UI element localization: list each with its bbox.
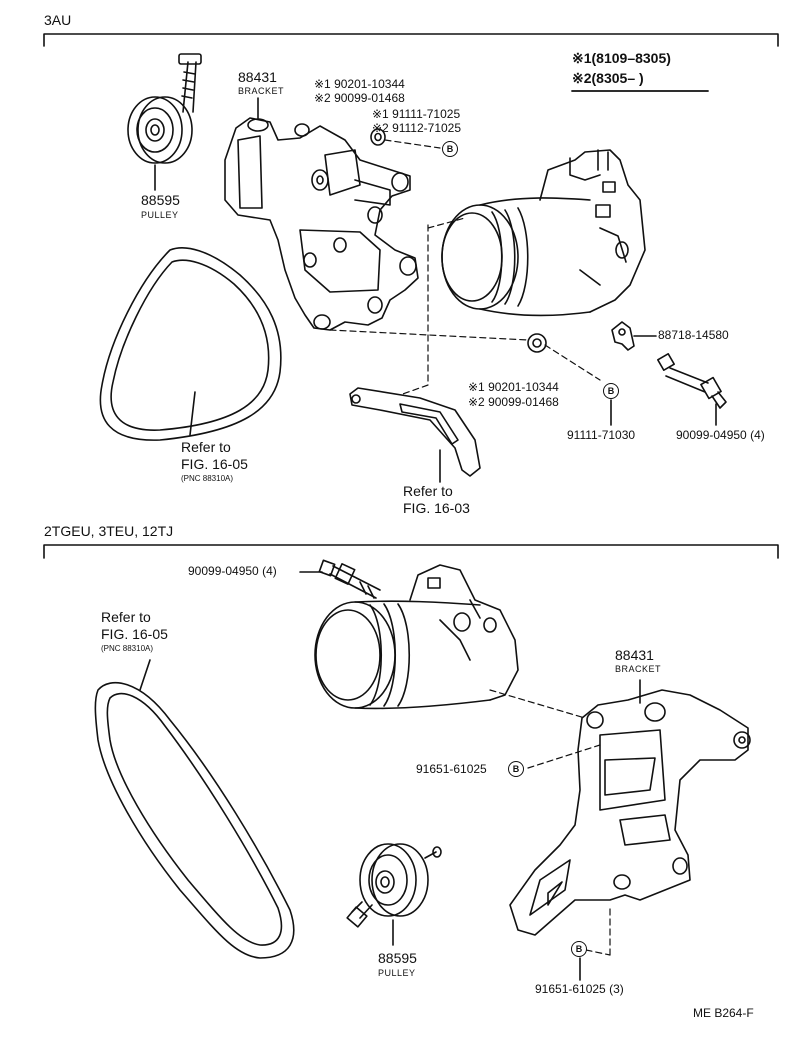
- b-marker: B: [571, 941, 587, 957]
- top-refer2-line1: Refer to: [403, 483, 453, 499]
- top-belt-drawing: [99, 247, 282, 441]
- bottom-bracket-part-number[interactable]: 88431: [615, 647, 654, 663]
- legend-line-1: ※1(8109–8305): [572, 50, 671, 66]
- top-bolt1-part-b[interactable]: ※2 90099-01468: [314, 91, 405, 105]
- top-bolt-drawing: [657, 353, 727, 409]
- bottom-bolt-drawing: [318, 559, 381, 599]
- bottom-belt-drawing: [94, 681, 295, 959]
- bottom-refer-line2[interactable]: FIG. 16-05: [101, 626, 168, 642]
- bottom-bolt-part-number[interactable]: 90099-04950 (4): [188, 564, 277, 578]
- bottom-pulley-part-number[interactable]: 88595: [378, 950, 417, 966]
- bottom-compressor-drawing: [314, 564, 519, 710]
- top-section-title: 3AU: [44, 12, 72, 28]
- bottom-section-frame: [43, 544, 779, 559]
- top-bracket-drawing: [224, 117, 419, 331]
- b-marker: B: [603, 383, 619, 399]
- top-bolt1-part-a[interactable]: ※1 90201-10344: [314, 77, 405, 91]
- top-bracket-part-number[interactable]: 88431: [238, 69, 277, 85]
- top-refer2-line2[interactable]: FIG. 16-03: [403, 500, 470, 516]
- bottom-section-title: 2TGEU, 3TEU, 12TJ: [44, 523, 174, 539]
- bottom-pulley-name: PULLEY: [378, 968, 416, 978]
- bottom-bolt-mid-part-number[interactable]: 91651-61025: [416, 762, 487, 776]
- top-bolt4-part-number[interactable]: 90099-04950 (4): [676, 428, 765, 442]
- top-bolt3-part-number[interactable]: 91111-71030: [567, 428, 636, 442]
- top-washer-part-a[interactable]: ※1 90201-10344: [468, 380, 559, 394]
- top-bolt2-part-a[interactable]: ※1 91111-71025: [372, 107, 461, 121]
- figure-code: ME B264-F: [693, 1006, 754, 1020]
- top-refer1-line2[interactable]: FIG. 16-05: [181, 456, 248, 472]
- top-strap-drawing: [349, 387, 481, 477]
- legend-line-2: ※2(8305– ): [572, 70, 644, 86]
- top-washer2-drawing: [527, 333, 547, 353]
- top-clip-drawing: [611, 321, 635, 351]
- top-pulley-part-number[interactable]: 88595: [141, 192, 180, 208]
- top-refer1-pnc: (PNC 88310A): [181, 474, 234, 483]
- top-pulley-name: PULLEY: [141, 210, 179, 220]
- bottom-bolt-bot-part-number[interactable]: 91651-61025 (3): [535, 982, 624, 996]
- bottom-refer-pnc: (PNC 88310A): [101, 644, 154, 653]
- top-section-frame: [43, 33, 779, 47]
- bottom-bracket-drawing: [509, 689, 751, 936]
- b-marker: B: [508, 761, 524, 777]
- top-clip-part-number[interactable]: 88718-14580: [658, 328, 729, 342]
- top-pulley-drawing: [127, 53, 202, 164]
- top-washer-part-b[interactable]: ※2 90099-01468: [468, 395, 559, 409]
- top-washer-drawing: [370, 128, 386, 146]
- top-bracket-name: BRACKET: [238, 86, 285, 96]
- top-refer1-line1: Refer to: [181, 439, 231, 455]
- bottom-bracket-name: BRACKET: [615, 664, 662, 674]
- b-marker: B: [442, 141, 458, 157]
- top-compressor-drawing: [441, 149, 646, 317]
- top-bolt2-part-b[interactable]: ※2 91112-71025: [372, 121, 462, 135]
- bottom-pulley-drawing: [346, 843, 442, 928]
- bottom-refer-line1: Refer to: [101, 609, 151, 625]
